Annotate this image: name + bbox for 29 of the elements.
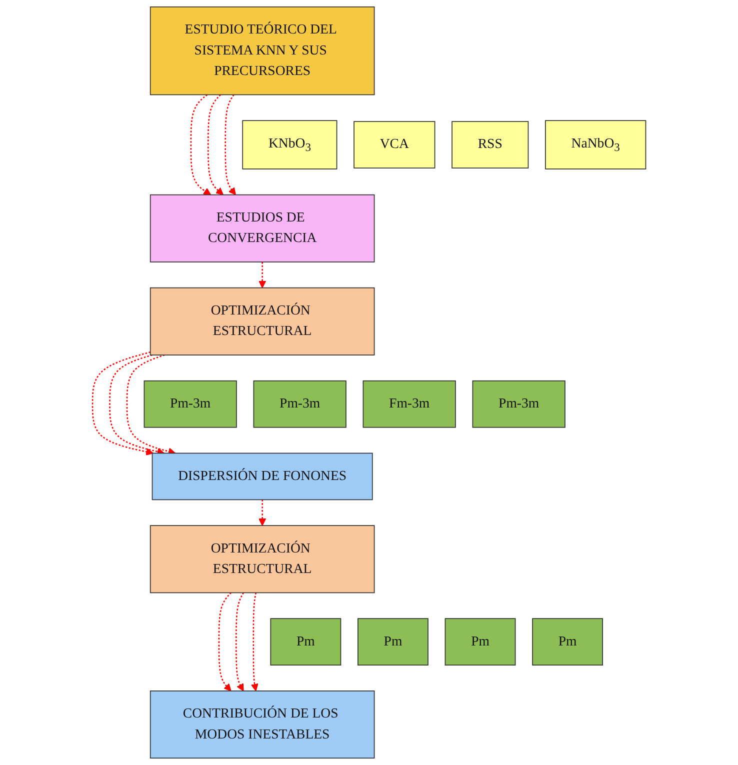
node-box: Fm-3m bbox=[362, 380, 456, 428]
node-box: ESTUDIO TEÓRICO DEL SISTEMA KNN Y SUS PRECURSORES bbox=[150, 6, 375, 96]
node-box: VCA bbox=[353, 121, 436, 168]
node-box: OPTIMIZACIÓN ESTRUCTURAL bbox=[150, 287, 375, 356]
arrow bbox=[235, 592, 244, 692]
node-box: KNbO$_{3}$ bbox=[242, 120, 338, 170]
node-box: CONTRIBUCIÓN DE LOS MODOS INESTABLES bbox=[150, 690, 375, 759]
arrow bbox=[224, 94, 236, 196]
node-box: Pm bbox=[532, 618, 603, 666]
arrow bbox=[92, 351, 154, 456]
arrow bbox=[108, 354, 164, 456]
node-box: DISPERSIÓN DE FONONES bbox=[152, 452, 373, 500]
arrow bbox=[218, 592, 232, 692]
node-box: Pm bbox=[357, 618, 428, 666]
node-box: Pm bbox=[444, 618, 516, 666]
arrow bbox=[126, 354, 176, 456]
node-box: ESTUDIOS DE CONVERGENCIA bbox=[150, 194, 375, 262]
arrow bbox=[190, 94, 211, 196]
node-box: Pm-3m bbox=[253, 380, 346, 428]
arrow bbox=[250, 592, 258, 692]
arrow bbox=[258, 262, 266, 288]
arrow bbox=[258, 500, 266, 526]
arrow bbox=[207, 94, 224, 196]
node-box: Pm-3m bbox=[472, 380, 566, 428]
node-box: OPTIMIZACIÓN ESTRUCTURAL bbox=[150, 525, 375, 594]
node-box: RSS bbox=[451, 121, 528, 168]
node-box: NaNbO$_{3}$ bbox=[544, 120, 646, 170]
node-box: Pm-3m bbox=[144, 380, 237, 428]
node-box: Pm bbox=[270, 618, 341, 666]
